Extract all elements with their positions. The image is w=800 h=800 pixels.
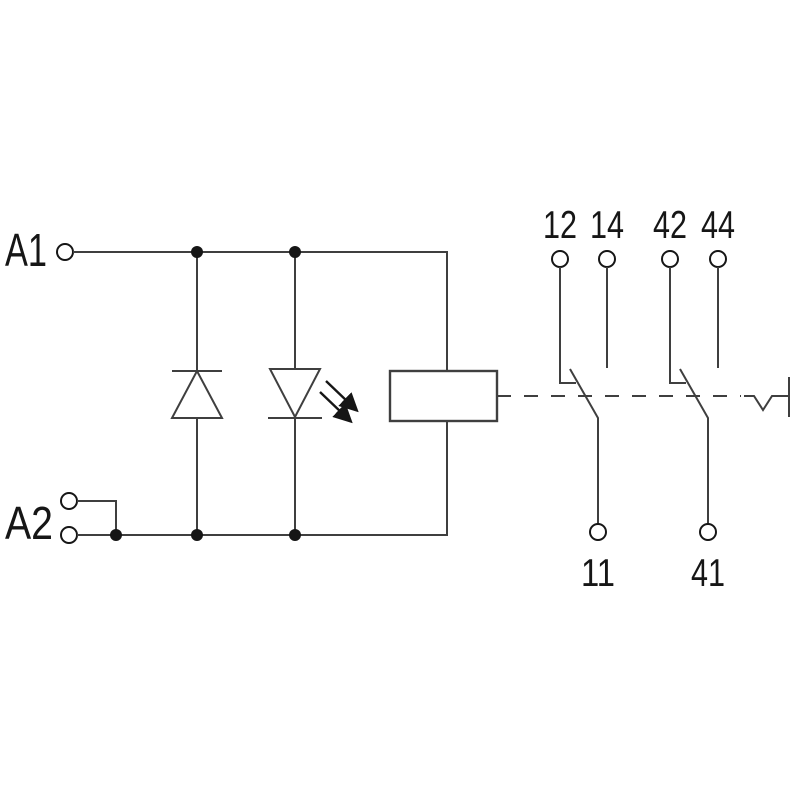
terminal-12 xyxy=(551,250,569,268)
diode-triangle xyxy=(170,368,224,419)
junction-dot xyxy=(289,246,301,258)
terminal-label-a1: A1 xyxy=(5,224,47,276)
terminal-44 xyxy=(709,250,727,268)
terminal-label-a2: A2 xyxy=(5,497,53,549)
coil-input-circuit: A1 A2 xyxy=(5,224,499,549)
mechanical-actuator-symbol xyxy=(744,377,790,417)
terminal-a1 xyxy=(56,243,74,261)
changeover-contact-2: 42 44 41 xyxy=(653,204,735,595)
led-symbol xyxy=(268,368,359,424)
terminal-label-42: 42 xyxy=(653,204,687,247)
relay-coil-symbol xyxy=(388,369,499,423)
light-emission-arrow xyxy=(319,391,353,424)
terminal-a2-upper xyxy=(60,492,78,510)
terminal-label-44: 44 xyxy=(701,204,735,247)
terminal-11 xyxy=(589,523,607,541)
terminal-a2-lower xyxy=(60,526,78,544)
terminal-14 xyxy=(598,250,616,268)
contact-blade-11 xyxy=(569,368,599,524)
junction-dot xyxy=(289,529,301,541)
supply-wire-a1 xyxy=(73,251,448,371)
terminal-label-14: 14 xyxy=(590,204,624,247)
nc-contact-line-12 xyxy=(559,267,576,384)
terminal-label-41: 41 xyxy=(691,552,725,595)
junction-dot xyxy=(110,529,122,541)
contact-blade-41 xyxy=(679,368,709,524)
nc-contact-line-42 xyxy=(669,267,686,384)
return-wire-a2 xyxy=(77,421,448,536)
terminal-label-12: 12 xyxy=(543,204,577,247)
actuator-chevron xyxy=(744,395,789,412)
terminal-42 xyxy=(661,250,679,268)
freewheel-diode-symbol xyxy=(170,368,224,419)
led-triangle xyxy=(268,368,322,420)
changeover-contact-1: 12 14 11 xyxy=(543,204,624,595)
junction-dot xyxy=(191,529,203,541)
light-emission-arrow xyxy=(325,380,359,413)
terminal-label-11: 11 xyxy=(581,552,615,595)
a2-bridge-wire xyxy=(77,500,117,535)
terminal-41 xyxy=(699,523,717,541)
junction-dot xyxy=(191,246,203,258)
